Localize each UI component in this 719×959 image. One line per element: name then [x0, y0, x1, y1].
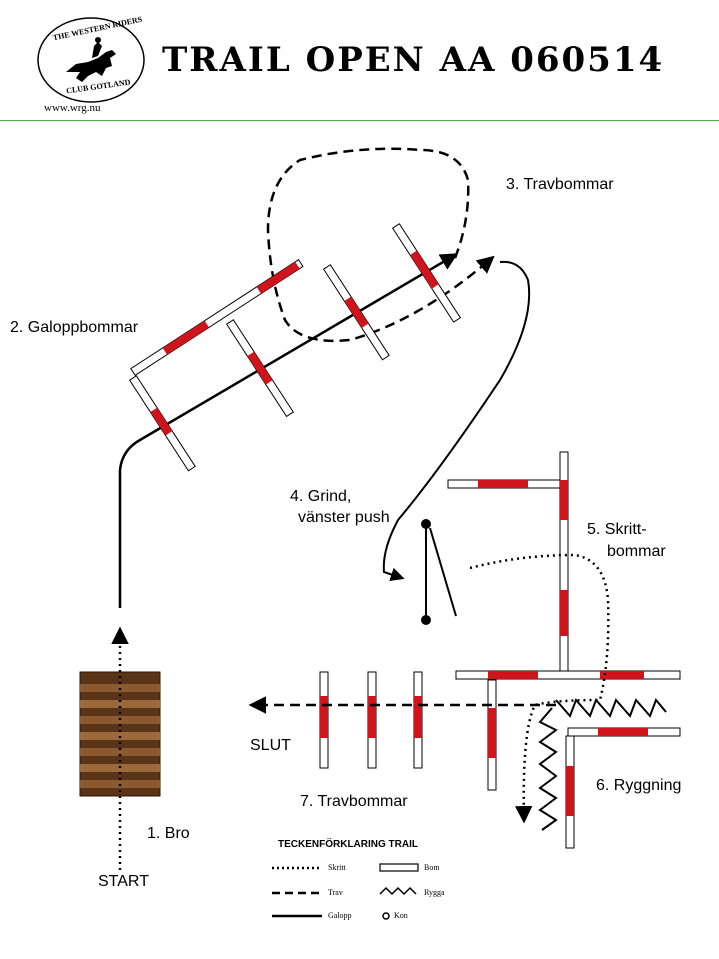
- label-grind: 4. Grind,: [290, 488, 352, 505]
- rygga-zigzag-horizontal: [555, 698, 667, 718]
- label-travbommar-7: 7. Travbommar: [300, 793, 408, 810]
- rygga-zigzag-vertical: [538, 707, 558, 831]
- header-divider: [0, 120, 719, 121]
- trav3-poles: [322, 223, 462, 361]
- legend-skritt: Skritt: [328, 863, 346, 872]
- bridge-obstacle: [79, 671, 161, 797]
- club-logo: [36, 16, 146, 112]
- label-grind-push: vänster push: [298, 509, 390, 526]
- label-ryggning: 6. Ryggning: [596, 777, 682, 794]
- galopp-path: [118, 253, 459, 608]
- legend-title: TECKENFÖRKLARING TRAIL: [278, 839, 418, 850]
- label-skritt: 5. Skritt-: [587, 521, 647, 538]
- legend-galopp: Galopp: [328, 911, 352, 920]
- skritt-path-5: [469, 553, 610, 824]
- skritt-poles: [447, 451, 681, 680]
- label-slut: SLUT: [250, 737, 291, 754]
- label-travbommar-3: 3. Travbommar: [506, 176, 614, 193]
- legend-rygga: Rygga: [424, 888, 445, 897]
- legend-bom: Bom: [424, 863, 440, 872]
- legend-symbols: [272, 863, 419, 920]
- label-bro: 1. Bro: [147, 825, 190, 842]
- galopp-poles: [128, 259, 304, 472]
- trav7-poles: [319, 671, 423, 769]
- galopp-path-2: [382, 260, 531, 582]
- rygg-poles: [487, 679, 681, 849]
- trav-path-loop: [266, 147, 495, 342]
- logo-url: www.wrg.nu: [44, 102, 101, 114]
- gate-obstacle: [421, 519, 457, 625]
- page-title: TRAIL OPEN AA 060514: [162, 40, 665, 80]
- label-skritt-bommar: bommar: [607, 543, 666, 560]
- label-start: START: [98, 873, 149, 890]
- legend-kon: Kon: [394, 911, 408, 920]
- label-galoppbommar: 2. Galoppbommar: [10, 319, 139, 336]
- legend-trav: Trav: [328, 888, 343, 897]
